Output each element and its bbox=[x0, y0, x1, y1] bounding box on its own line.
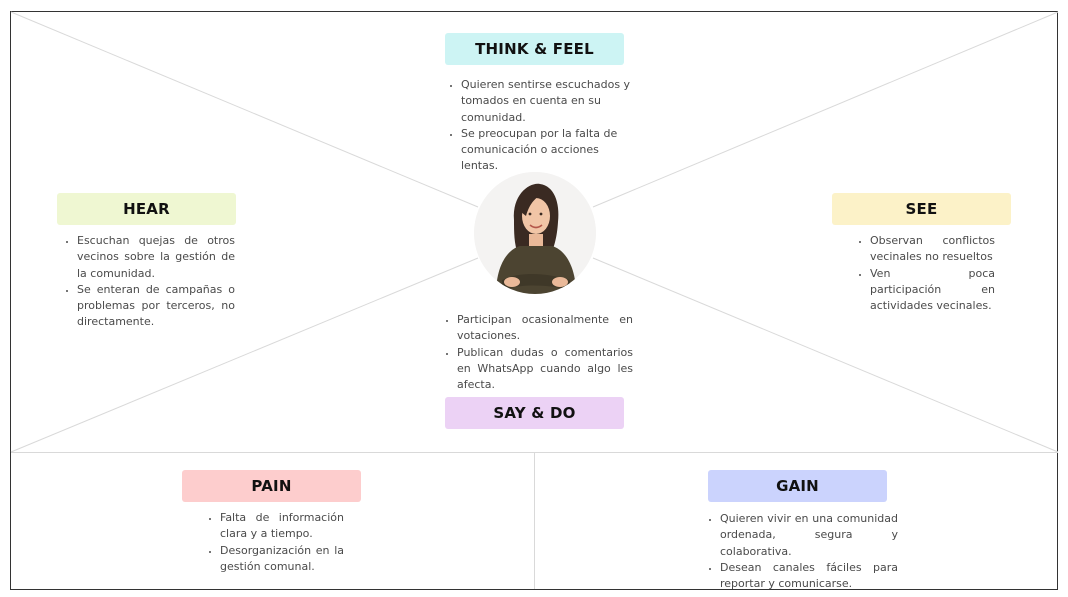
hear-list: Escuchan quejas de otros vecinos sobre l… bbox=[63, 233, 235, 331]
gain-list: Quieren vivir en una comunidad ordenada,… bbox=[706, 511, 898, 592]
think-feel-label: THINK & FEEL bbox=[445, 33, 624, 65]
pain-list: Falta de información clara y a tiempo. D… bbox=[206, 510, 344, 575]
hear-section: Escuchan quejas de otros vecinos sobre l… bbox=[63, 233, 235, 331]
list-item: Participan ocasionalmente en votaciones. bbox=[457, 312, 633, 345]
list-item: Observan conflictos vecinales no resuelt… bbox=[870, 233, 995, 266]
list-item: Escuchan quejas de otros vecinos sobre l… bbox=[77, 233, 235, 282]
list-item: Quieren sentirse escuchados y tomados en… bbox=[461, 77, 633, 126]
pain-section: Falta de información clara y a tiempo. D… bbox=[206, 510, 344, 575]
think-feel-list: Quieren sentirse escuchados y tomados en… bbox=[447, 77, 633, 175]
persona-avatar bbox=[474, 172, 596, 294]
list-item: Desorganización en la gestión comunal. bbox=[220, 543, 344, 576]
list-item: Publican dudas o comentarios en WhatsApp… bbox=[457, 345, 633, 394]
say-do-section: Participan ocasionalmente en votaciones.… bbox=[443, 312, 633, 393]
diagonal-top-left bbox=[10, 11, 479, 208]
list-item: Falta de información clara y a tiempo. bbox=[220, 510, 344, 543]
diagonal-bottom-left bbox=[10, 257, 479, 453]
persona-photo-icon bbox=[474, 172, 596, 294]
gain-label: GAIN bbox=[708, 470, 887, 502]
hear-label: HEAR bbox=[57, 193, 236, 225]
list-item: Desean canales fáciles para reportar y c… bbox=[720, 560, 898, 593]
think-feel-section: Quieren sentirse escuchados y tomados en… bbox=[447, 77, 633, 175]
pain-label: PAIN bbox=[182, 470, 361, 502]
list-item: Se enteran de campañas o problemas por t… bbox=[77, 282, 235, 331]
see-section: Observan conflictos vecinales no resuelt… bbox=[856, 233, 995, 314]
empathy-map-frame bbox=[10, 11, 1058, 590]
diagonal-bottom-right bbox=[592, 257, 1059, 453]
list-item: Quieren vivir en una comunidad ordenada,… bbox=[720, 511, 898, 560]
see-list: Observan conflictos vecinales no resuelt… bbox=[856, 233, 995, 314]
say-do-label: SAY & DO bbox=[445, 397, 624, 429]
gain-section: Quieren vivir en una comunidad ordenada,… bbox=[706, 511, 898, 592]
diagonal-top-right bbox=[592, 11, 1059, 208]
list-item: Ven poca participación en actividades ve… bbox=[870, 266, 995, 315]
list-item: Se preocupan por la falta de comunicació… bbox=[461, 126, 633, 175]
say-do-list: Participan ocasionalmente en votaciones.… bbox=[443, 312, 633, 393]
see-label: SEE bbox=[832, 193, 1011, 225]
